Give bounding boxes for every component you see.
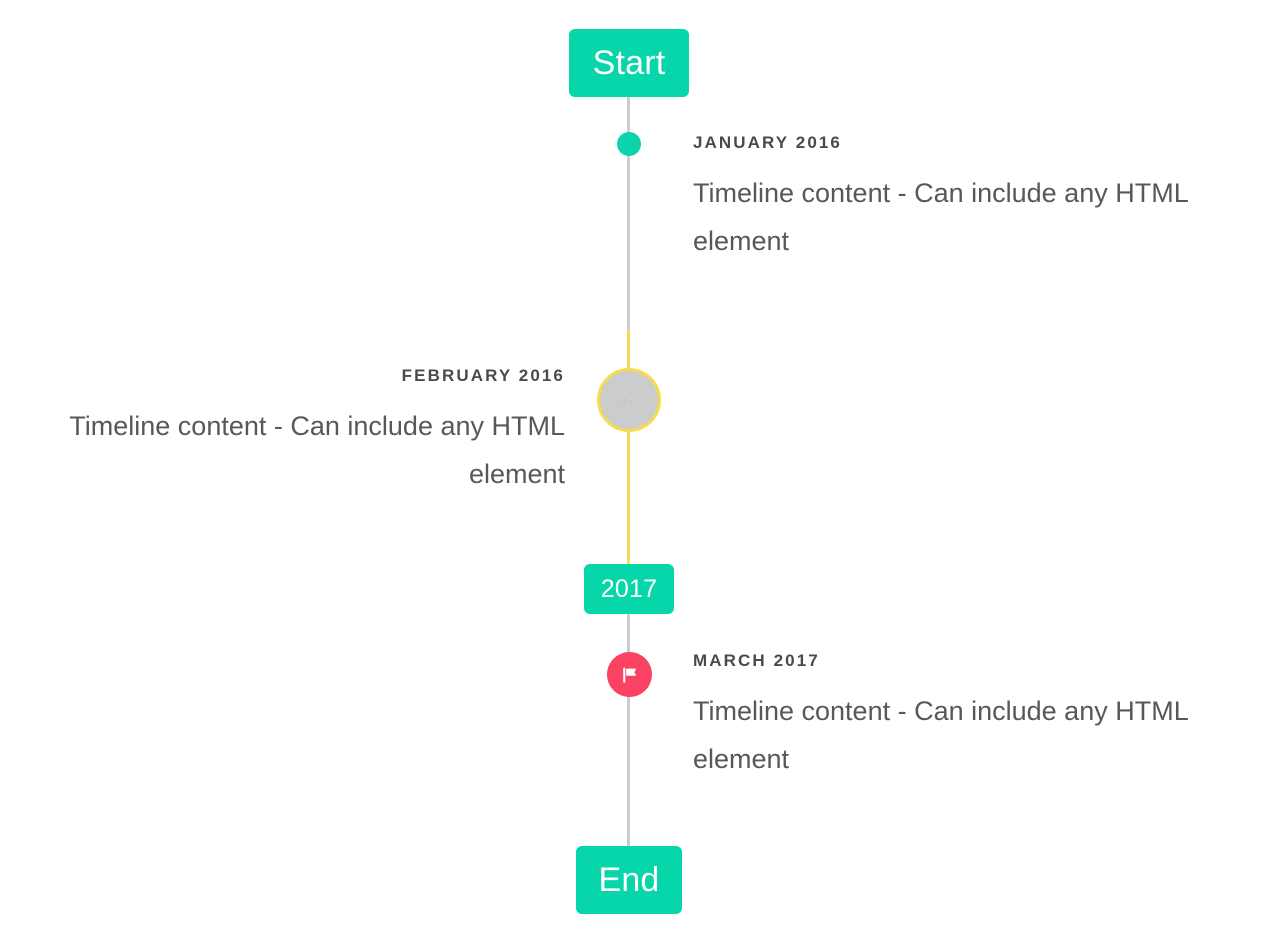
- timeline-entry-body: Timeline content - Can include any HTML …: [693, 178, 1188, 257]
- timeline-entry-date: FEBRUARY 2016: [401, 366, 565, 385]
- timeline-entry-january: JANUARY 2016 Timeline content - Can incl…: [693, 133, 1233, 265]
- timeline-entry-march: MARCH 2017 Timeline content - Can includ…: [693, 651, 1233, 783]
- timeline-entry-date: JANUARY 2016: [693, 133, 842, 152]
- timeline-entry-body: Timeline content - Can include any HTML …: [693, 696, 1188, 775]
- flag-icon: [622, 667, 636, 683]
- timeline-year-divider-badge[interactable]: 2017: [584, 564, 674, 614]
- timeline-start-badge[interactable]: Start: [569, 29, 689, 97]
- timeline-entry-date: MARCH 2017: [693, 651, 820, 670]
- broken-image-glyph: ⠶⠄: [618, 392, 640, 408]
- timeline-end-badge[interactable]: End: [576, 846, 682, 914]
- timeline-marker-broken-image-icon[interactable]: ⠶⠄: [597, 368, 661, 432]
- timeline-marker-dot-icon[interactable]: [617, 132, 641, 156]
- timeline-line-segment-yellow: [627, 331, 630, 564]
- timeline-entry-body: Timeline content - Can include any HTML …: [69, 411, 565, 490]
- timeline-line-segment-gray-bottom: [627, 614, 630, 846]
- timeline-entry-february: FEBRUARY 2016 Timeline content - Can inc…: [36, 366, 565, 498]
- timeline-line-segment-gray-top: [627, 95, 630, 331]
- timeline-marker-flag-icon[interactable]: [607, 652, 652, 697]
